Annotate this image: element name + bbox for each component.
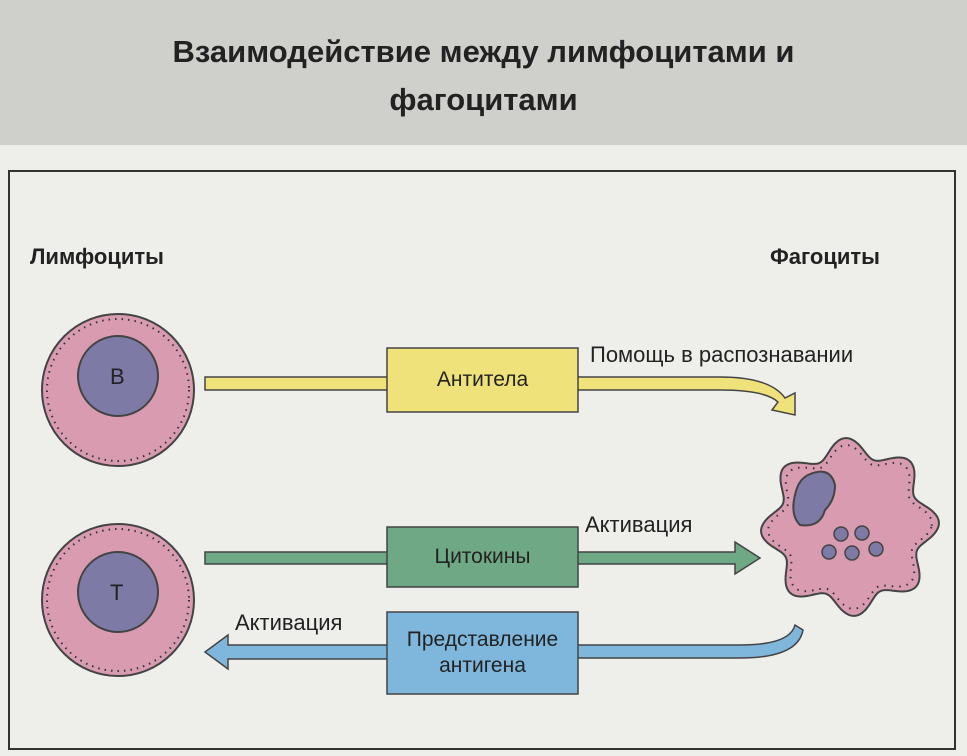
title-line-2: фагоцитами bbox=[389, 82, 578, 117]
antibodies-arrow bbox=[204, 347, 796, 416]
membrane-dots bbox=[46, 318, 190, 462]
phagocyte bbox=[760, 437, 940, 617]
phagocyte-nucleus bbox=[792, 470, 837, 527]
activation-label-phagocyte: Активация bbox=[585, 512, 693, 537]
page-title: Взаимодействие между лимфоцитами и фагоц… bbox=[0, 28, 967, 124]
b-nucleus bbox=[77, 335, 159, 417]
t-nucleus bbox=[77, 551, 159, 633]
t-lymphocyte bbox=[41, 523, 195, 677]
antibodies-box bbox=[386, 347, 579, 413]
antigen-line-2: антигена bbox=[439, 654, 526, 677]
antigen-box bbox=[386, 611, 579, 695]
antigen-presentation-label: Представление антигена bbox=[387, 612, 578, 694]
antibodies-label: Антитела bbox=[436, 368, 529, 391]
antigen-presentation-arrow bbox=[203, 611, 804, 695]
title-line-1: Взаимодействие между лимфоцитами и bbox=[172, 34, 795, 69]
recognition-help-label: Помощь в распознавании bbox=[590, 342, 854, 367]
header-band bbox=[0, 0, 967, 145]
cytokines-box bbox=[386, 526, 579, 588]
cytokines-arrow bbox=[204, 526, 762, 588]
lymphocytes-label: Лимфоциты bbox=[30, 244, 164, 269]
granules bbox=[821, 525, 884, 561]
t-cell-letter: T bbox=[110, 580, 124, 605]
b-lymphocyte bbox=[41, 313, 195, 467]
activation-label-lymphocyte: Активация bbox=[235, 610, 343, 635]
phagocytes-label: Фагоциты bbox=[770, 244, 880, 269]
b-cell-letter: B bbox=[110, 364, 125, 389]
antigen-line-1: Представление bbox=[406, 628, 559, 651]
diagram-frame bbox=[8, 170, 956, 750]
cytokines-label: Цитокины bbox=[434, 545, 531, 568]
